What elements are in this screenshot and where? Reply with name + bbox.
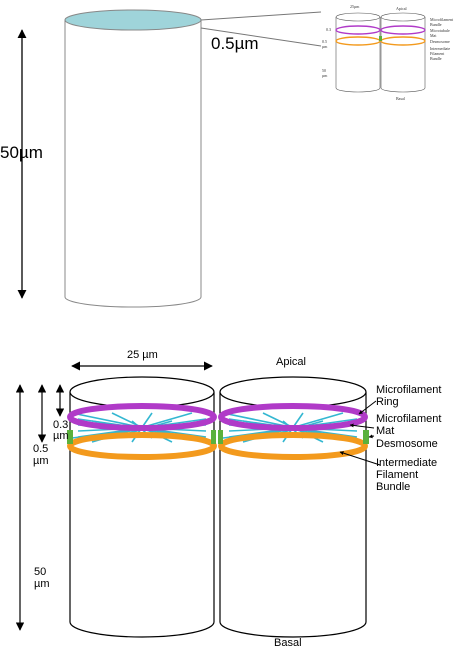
apical-label: Apical (276, 356, 306, 368)
inset-depth-3: µm (322, 44, 328, 49)
width-label: 25 µm (127, 349, 158, 361)
left-cylinder-top (69, 376, 215, 408)
desmosome-callout-arrow (368, 434, 375, 439)
ring-callout-arrow (358, 400, 377, 415)
inset-ring-right (380, 25, 426, 35)
microfilament-ring-right (218, 403, 368, 431)
height-label: 50µm (0, 143, 43, 162)
inset-callout-5: Desmosome (430, 39, 450, 44)
inset-callout-4: Mat (430, 33, 437, 38)
inset-callout-8: Bundle (430, 56, 442, 61)
ring-label-2: Ring (376, 396, 399, 408)
depth-label-a2: µm (53, 430, 69, 442)
intermediate-filament-bundle-right (218, 432, 368, 460)
cylinder-body (64, 20, 202, 308)
inset-callout-1: Microfilament (430, 17, 454, 22)
inset-apical-label: Apical (396, 6, 408, 11)
inset-height-2: µm (322, 73, 328, 78)
bottom-panel: 25 µm Apical Basal 0.3 µm 0.5 µm 50 µm M… (15, 349, 441, 649)
inset-right-cylinder (380, 17, 426, 93)
inset-right-top (380, 12, 426, 22)
ring-label-1: Microfilament (376, 384, 441, 396)
desmosome-junction-a (211, 430, 216, 444)
mat-label-2: Mat (376, 425, 394, 437)
bundle-label-3: Bundle (376, 481, 410, 493)
desmosome-left-edge (67, 430, 73, 444)
inset-width-label: 25µm (350, 4, 360, 9)
thickness-label: 0.5µm (211, 34, 259, 53)
inset-depth-1: 0.3 (326, 27, 331, 32)
inset-diagram: 25µm Apical Basal 0.3 0.5 µm 50 µm Micro… (322, 4, 454, 101)
inset-height-1: 50 (322, 68, 326, 73)
left-cell-cylinder (69, 376, 215, 638)
cylinder-top-face (64, 9, 202, 31)
bundle-label-2: Filament (376, 469, 418, 481)
inset-left-cylinder (335, 17, 381, 93)
inset-desmosome (379, 36, 382, 41)
inset-left-top (335, 12, 381, 22)
depth-label-a1: 0.3 (53, 419, 68, 431)
basal-label: Basal (274, 637, 302, 649)
bundle-callout-arrow (339, 451, 381, 466)
desmosome-junction-b (218, 430, 223, 444)
intermediate-filament-bundle-left (67, 432, 217, 460)
bundle-label-1: Intermediate (376, 457, 437, 469)
desmosome-right-edge (363, 430, 369, 444)
zoom-line-bottom (200, 27, 322, 47)
desmosome-label: Desmosome (376, 438, 438, 450)
right-cylinder-top (219, 376, 367, 408)
inset-callout-7: Filament (430, 51, 445, 56)
top-panel: 50µm 0.5µm 25µm Apical Basal 0.3 0.5 (0, 4, 454, 308)
microfilament-ring-left (67, 403, 217, 431)
mat-callout-arrow (349, 423, 375, 429)
single-cell-cylinder (64, 9, 202, 308)
inset-callout-2: Bundle (430, 22, 442, 27)
depth-label-b1: 0.5 (33, 443, 48, 455)
inset-basal-label: Basal (396, 96, 406, 101)
height-label-2: µm (34, 578, 50, 590)
inset-callout-3: Microtubule (430, 28, 450, 33)
mat-label-1: Microfilament (376, 413, 441, 425)
zoom-line-top (200, 11, 322, 21)
depth-label-b2: µm (33, 455, 49, 467)
inset-ring-left (335, 25, 381, 35)
right-cell-cylinder (219, 376, 367, 638)
height-label-1: 50 (34, 566, 46, 578)
inset-callout-6: Intermediate (430, 46, 450, 51)
inset-depth-2: 0.5 (322, 39, 327, 44)
